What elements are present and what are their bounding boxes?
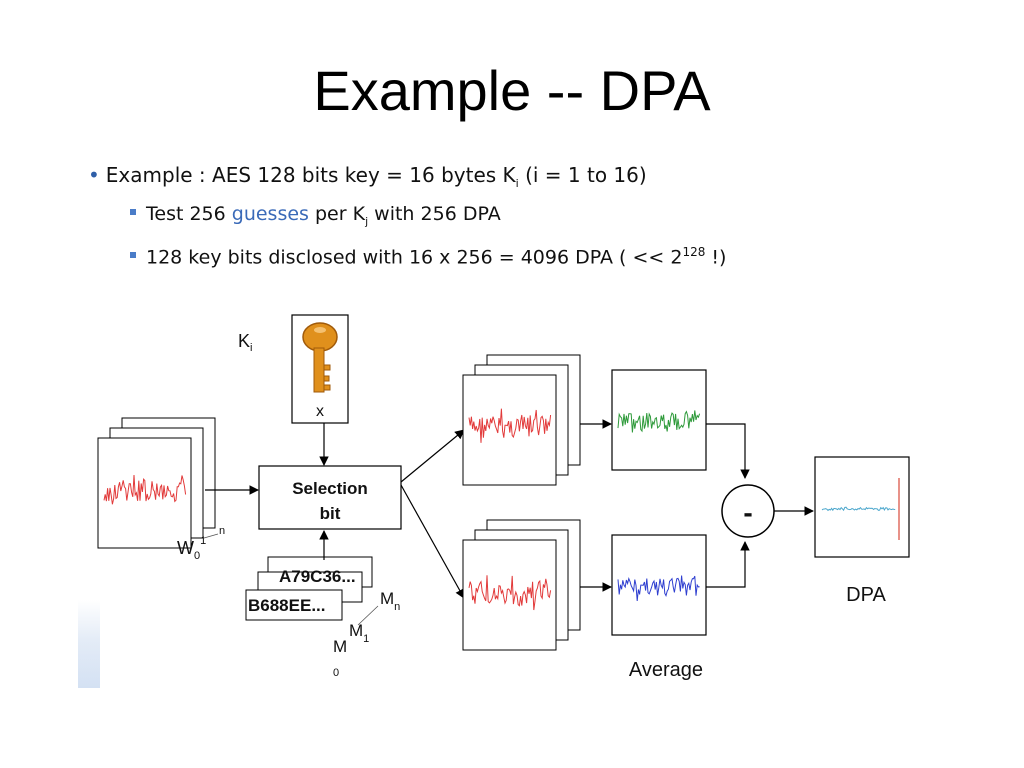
m-n-label: Mn bbox=[380, 589, 400, 613]
arrow-top-to-subtract bbox=[706, 423, 750, 479]
message-stack bbox=[245, 556, 373, 621]
sub-bullet-text-end: with 256 DPA bbox=[368, 203, 501, 225]
m-0-label: M bbox=[333, 637, 347, 656]
sub-bullet-text: Test 256 bbox=[146, 203, 232, 225]
m-index-tick bbox=[357, 605, 379, 626]
top-average-trace bbox=[617, 410, 701, 433]
arrow-to-top-stack bbox=[400, 429, 465, 483]
sub-bullet-text-mid: per K bbox=[308, 203, 366, 225]
key-box-label: x bbox=[316, 403, 324, 420]
selection-bit-box bbox=[258, 465, 402, 530]
m-1-label: M1 bbox=[349, 621, 369, 645]
top-stack-trace bbox=[468, 408, 552, 443]
input-trace bbox=[103, 474, 187, 505]
w-index-tick bbox=[203, 533, 219, 539]
message-1-text: A79C36... bbox=[279, 567, 356, 586]
top-trace-stack bbox=[462, 354, 581, 486]
bullet-main-text: Example : AES 128 bits key = 16 bytes K bbox=[105, 163, 516, 187]
bottom-stack-trace bbox=[468, 575, 552, 611]
bullet-main-text-end: (i = 1 to 16) bbox=[518, 163, 647, 187]
arrow-bottom-to-subtract bbox=[706, 541, 750, 588]
key-icon bbox=[302, 322, 338, 393]
sub-bullet-superscript: 128 bbox=[682, 244, 706, 259]
bullet-main: •Example : AES 128 bits key = 16 bytes K… bbox=[88, 160, 726, 199]
sub-bullet-text-end: !) bbox=[705, 246, 727, 269]
minus-sign: - bbox=[743, 497, 752, 528]
bit-label: bit bbox=[320, 504, 341, 523]
m-0-subscript: 0 bbox=[333, 667, 339, 679]
bottom-trace-stack bbox=[462, 519, 581, 651]
dpa-label: DPA bbox=[846, 584, 886, 606]
dpa-trace bbox=[821, 506, 896, 512]
w-n-label: n bbox=[219, 525, 225, 537]
bottom-average-trace bbox=[617, 575, 700, 601]
arrow-to-bottom-stack bbox=[400, 484, 465, 599]
message-2-text: B688EE... bbox=[248, 596, 326, 615]
slide-title: Example -- DPA bbox=[313, 59, 711, 122]
guesses-link[interactable]: guesses bbox=[231, 203, 309, 225]
key-label: Ki bbox=[238, 331, 252, 354]
sub-bullet-subscript: j bbox=[365, 214, 369, 228]
selection-label: Selection bbox=[292, 479, 368, 498]
sub-bullet-guesses: Test 256 guesses per Kj with 256 DPA bbox=[88, 199, 726, 237]
dpa-result-box bbox=[814, 456, 910, 558]
bullet-list: •Example : AES 128 bits key = 16 bytes K… bbox=[88, 160, 726, 272]
square-bullet-icon bbox=[130, 208, 136, 215]
sub-bullet-keybits: 128 key bits disclosed with 16 x 256 = 4… bbox=[88, 237, 726, 272]
square-bullet-icon bbox=[130, 251, 136, 258]
sub-bullet-text: 128 key bits disclosed with 16 x 256 = 4… bbox=[146, 246, 683, 269]
bullet-dot-icon: • bbox=[88, 163, 100, 187]
bullet-main-subscript: i bbox=[515, 177, 519, 190]
left-accent-gradient bbox=[78, 600, 100, 688]
w-label: W01 bbox=[177, 535, 206, 562]
input-trace-stack bbox=[97, 417, 216, 549]
average-label: Average bbox=[629, 659, 703, 681]
